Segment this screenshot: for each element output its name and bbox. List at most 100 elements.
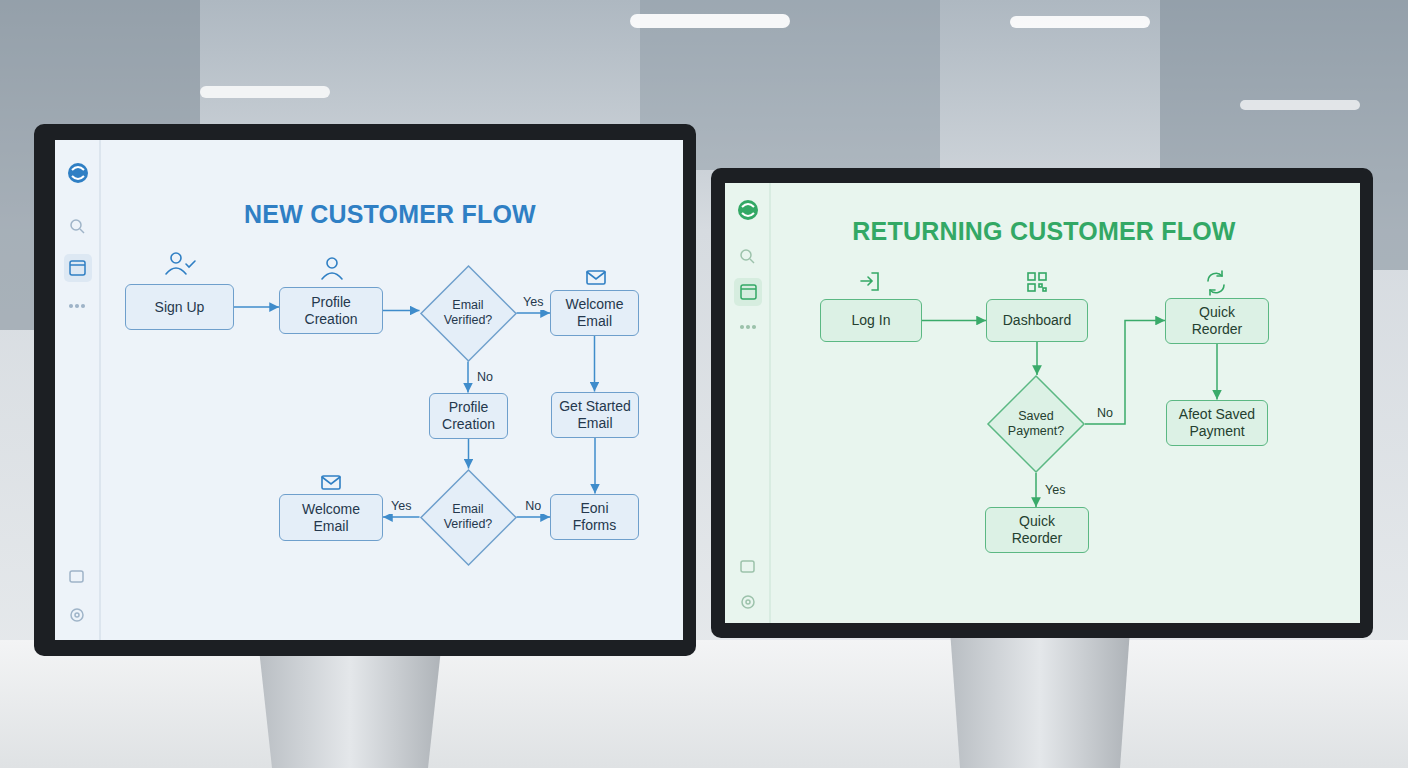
process-box: Profile Creation <box>429 393 508 439</box>
process-box: Get Started Email <box>551 392 639 438</box>
more-dot <box>753 326 756 329</box>
calendar-icon <box>70 264 85 266</box>
process-label: Get Started Email <box>559 398 631 432</box>
process-label: Welcome Email <box>558 296 631 330</box>
refresh-icon <box>1208 271 1224 295</box>
flow-connector <box>383 310 420 312</box>
login-icon <box>861 273 878 290</box>
mail-icon <box>587 271 605 284</box>
flow-connector <box>1035 473 1037 507</box>
process-box: Profile Creation <box>279 287 383 334</box>
ceiling-light <box>1010 16 1150 28</box>
flow-connector <box>922 320 986 322</box>
edge-label: No <box>1094 406 1116 421</box>
flow-connector <box>517 516 551 518</box>
search-icon <box>71 220 81 230</box>
process-label: Eoni Fforms <box>558 500 631 534</box>
search-icon <box>750 259 754 263</box>
process-box: Log In <box>820 299 922 342</box>
search-icon <box>741 250 751 260</box>
app-logo <box>738 200 758 220</box>
calendar-icon <box>70 261 85 275</box>
screen-panel: NEW CUSTOMER FLOW Sign Up Profile Creation… <box>55 140 683 640</box>
active-highlight <box>64 254 92 282</box>
process-box: Welcome Email <box>550 290 639 336</box>
user-check-icon <box>166 253 195 274</box>
monitor-stand <box>258 640 442 768</box>
process-box: Eoni Fforms <box>550 494 639 540</box>
flow-connector <box>468 439 470 469</box>
dashboard-icon <box>1028 273 1046 291</box>
monitor-stand <box>950 630 1130 768</box>
settings-icon <box>71 609 83 621</box>
process-label: Quick Reorder <box>1173 304 1261 338</box>
decision-label: Saved Payment? <box>1007 409 1065 439</box>
ceiling-light <box>200 86 330 98</box>
flow-connector <box>383 516 420 518</box>
app-logo-mark <box>72 167 84 179</box>
search-icon <box>80 229 84 233</box>
ceiling-light <box>630 14 790 28</box>
sidebar-divider <box>99 140 101 640</box>
process-box: Afeot Saved Payment <box>1166 400 1268 446</box>
process-label: Sign Up <box>155 299 205 316</box>
right-icons <box>861 271 1224 295</box>
desk <box>0 640 1408 768</box>
settings-icon <box>742 596 754 608</box>
decision-diamond: Saved Payment? <box>987 375 1085 473</box>
edge-label: No <box>474 370 496 385</box>
process-label: Quick Reorder <box>993 513 1081 547</box>
process-label: Log In <box>852 312 891 329</box>
edge-label: No <box>522 499 544 514</box>
app-logo-mark <box>742 204 754 216</box>
flow-connector <box>234 306 279 308</box>
mail-icon <box>322 476 340 489</box>
left-sidebar <box>64 140 100 640</box>
settings-icon <box>746 600 750 604</box>
monitor-bezel <box>711 168 1373 638</box>
more-dot <box>82 305 85 308</box>
app-logo <box>68 163 88 183</box>
process-box: Quick Reorder <box>985 507 1089 553</box>
sidebar-divider <box>769 183 771 623</box>
flow-connector <box>594 336 596 392</box>
process-label: Welcome Email <box>287 501 375 535</box>
process-label: Afeot Saved Payment <box>1174 406 1260 440</box>
process-box: Quick Reorder <box>1165 298 1269 344</box>
diamond-shape <box>988 376 1084 472</box>
flow-connector <box>1085 321 1165 425</box>
edge-label: Yes <box>1042 483 1068 498</box>
process-label: Dashboard <box>1003 312 1072 329</box>
flow-connector <box>1216 344 1218 400</box>
screen-ground <box>55 140 683 640</box>
ceiling-light <box>1240 100 1360 110</box>
monitor-bezel <box>34 124 696 656</box>
user-icon <box>322 258 342 279</box>
more-dot <box>741 326 744 329</box>
decision-diamond: Email Verified? <box>420 265 517 362</box>
flow-connector <box>1036 342 1038 375</box>
settings-icon <box>75 613 79 617</box>
process-box: Sign Up <box>125 284 234 330</box>
diamond-shape <box>420 265 515 360</box>
flow-connector <box>517 312 551 314</box>
edge-label: Yes <box>388 499 414 514</box>
more-dot <box>76 305 79 308</box>
more-dot <box>70 305 73 308</box>
diamond-shape <box>420 469 515 564</box>
process-label: Profile Creation <box>437 399 500 433</box>
right-sidebar <box>734 183 770 623</box>
flow-title: NEW CUSTOMER FLOW <box>244 200 536 229</box>
flow-title: RETURNING CUSTOMER FLOW <box>852 217 1235 246</box>
screen-panel: RETURNING CUSTOMER FLOW Log In DashboardSa… <box>725 183 1360 623</box>
process-box: Welcome Email <box>279 494 383 541</box>
process-label: Profile Creation <box>287 294 375 328</box>
calendar-icon <box>741 288 756 290</box>
decision-label: Email Verified? <box>440 502 497 532</box>
decision-label: Email Verified? <box>440 298 497 328</box>
flow-connector <box>594 438 596 494</box>
chat-icon <box>741 561 754 572</box>
